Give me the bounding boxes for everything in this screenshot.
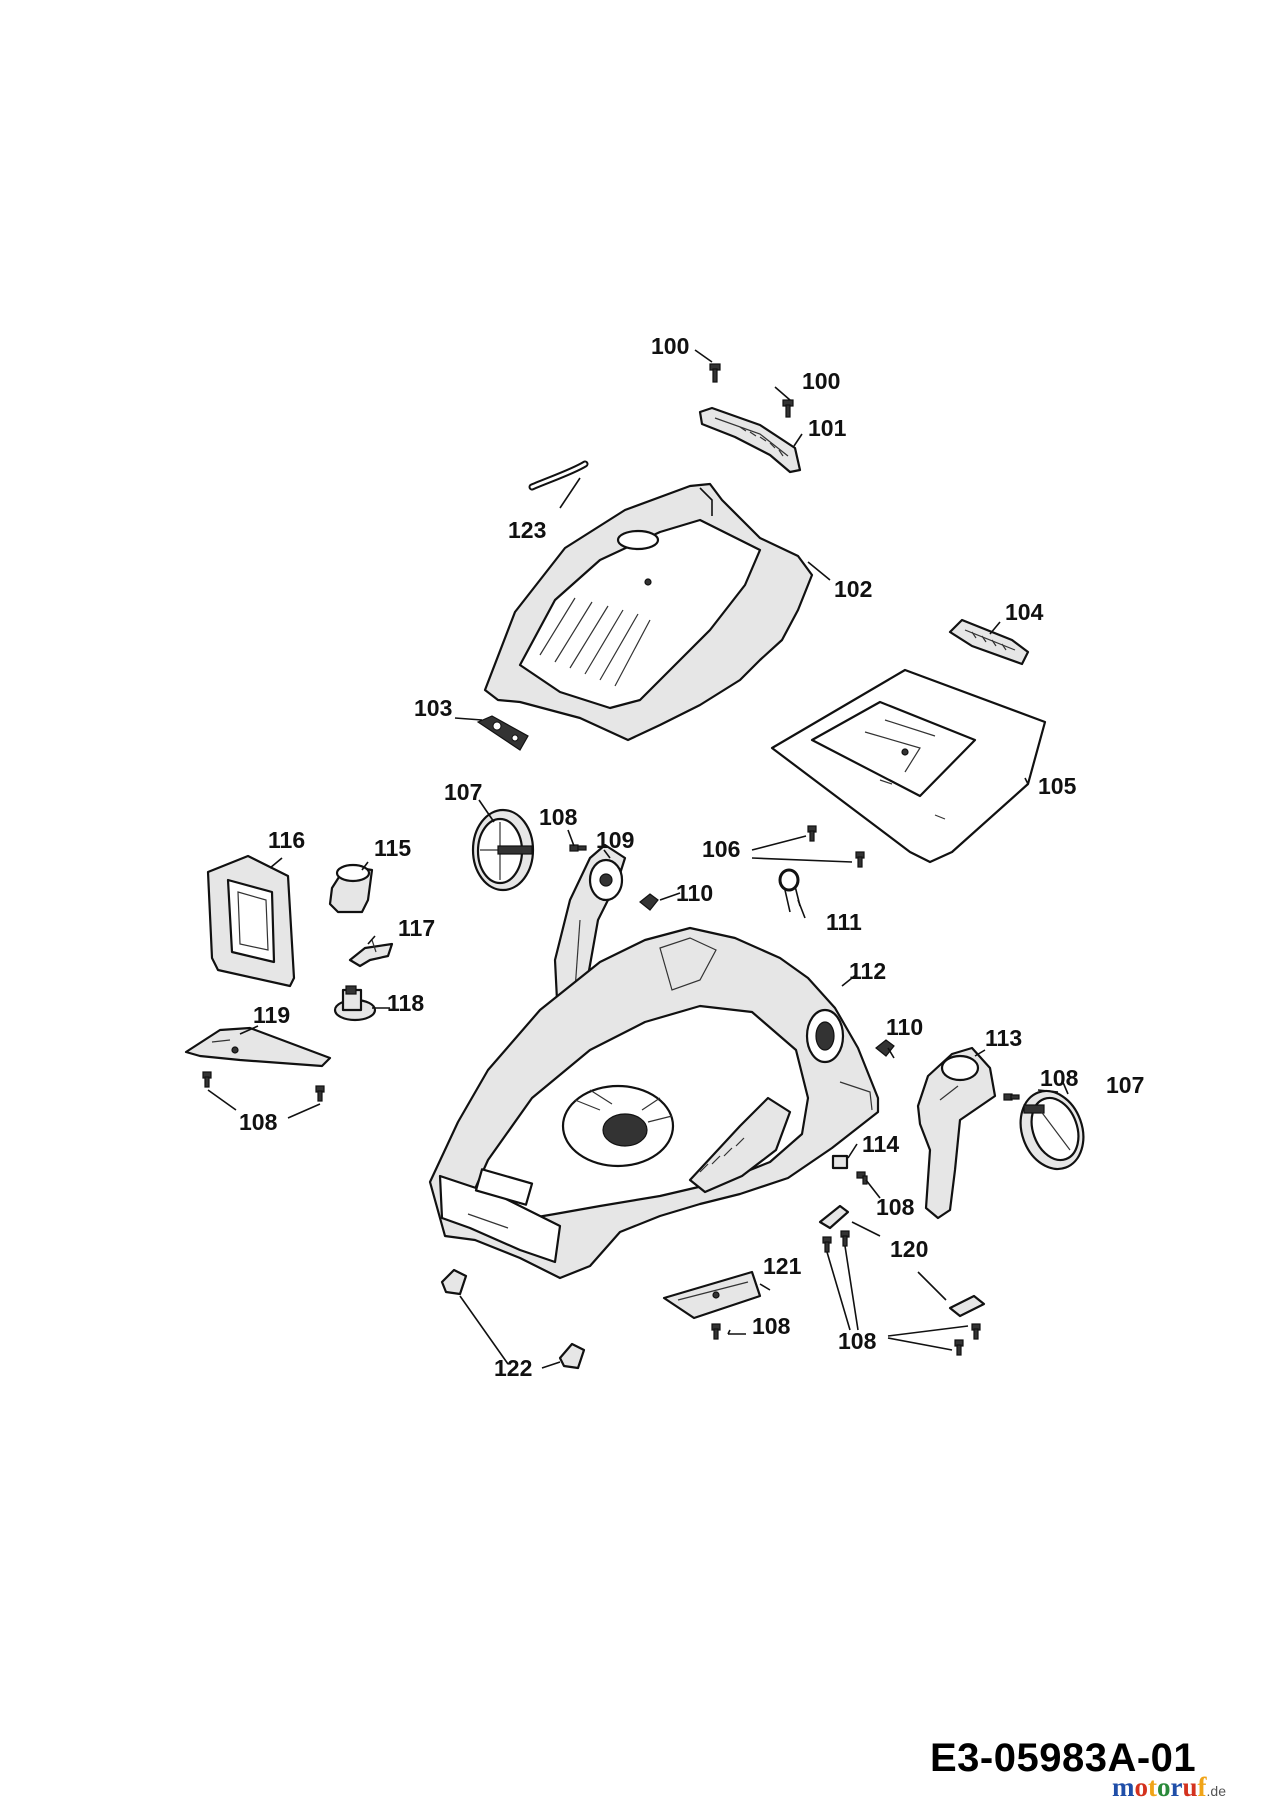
mower-deck-112 xyxy=(428,926,880,1280)
document-id: E3-05983A-01 xyxy=(930,1736,1197,1780)
callout-108-e: 108 xyxy=(876,1194,915,1220)
screw-108-e xyxy=(856,1171,868,1185)
clip-110-left xyxy=(639,893,659,911)
callout-108-b: 108 xyxy=(1040,1065,1079,1091)
switch-103 xyxy=(476,715,529,751)
callout-108-c: 108 xyxy=(239,1109,278,1135)
callout-107-a: 107 xyxy=(444,779,482,805)
callout-116: 116 xyxy=(268,827,305,853)
callout-114: 114 xyxy=(862,1131,899,1157)
callout-107-b: 107 xyxy=(1106,1072,1144,1098)
callout-108-g: 108 xyxy=(838,1328,877,1354)
screw-100-a xyxy=(709,363,721,383)
callout-115: 115 xyxy=(374,835,411,861)
callout-103: 103 xyxy=(414,695,452,721)
height-adjuster-113 xyxy=(916,1046,997,1220)
flap-121 xyxy=(662,1270,762,1320)
callout-118: 118 xyxy=(387,990,424,1016)
screw-100-b xyxy=(782,399,794,418)
watermark-domain: .de xyxy=(1206,1783,1226,1799)
callout-labels: 100 100 101 123 102 104 103 105 107 108 … xyxy=(239,333,1144,1381)
knob-118 xyxy=(333,985,377,1022)
screw-108-b xyxy=(1003,1093,1020,1101)
handle-grip-101 xyxy=(698,406,802,474)
callout-110-a: 110 xyxy=(676,880,713,906)
clip-122-b xyxy=(558,1342,586,1370)
wheel-107-right xyxy=(1019,1089,1085,1171)
clip-120-a xyxy=(818,1204,850,1230)
callout-123: 123 xyxy=(508,517,546,543)
screw-108-d xyxy=(315,1085,325,1102)
screw-108-j xyxy=(711,1323,721,1340)
screw-106-b xyxy=(855,851,865,868)
callout-102: 102 xyxy=(834,576,872,602)
callout-100-b: 100 xyxy=(802,368,840,394)
callout-100-a: 100 xyxy=(651,333,689,359)
skid-plate-119 xyxy=(184,1026,332,1068)
callout-117: 117 xyxy=(398,915,435,941)
callout-110-b: 110 xyxy=(886,1014,923,1040)
clip-110-right xyxy=(875,1039,895,1057)
clip-122-a xyxy=(440,1268,468,1296)
clip-120-b xyxy=(948,1294,986,1318)
callout-108-a: 108 xyxy=(539,804,578,830)
callout-112: 112 xyxy=(849,958,886,984)
wheel-107-left xyxy=(471,808,535,892)
rear-cover-105 xyxy=(770,668,1047,864)
top-hood-102 xyxy=(483,482,814,742)
callout-105: 105 xyxy=(1038,773,1077,799)
clip-117 xyxy=(348,939,394,968)
callout-120: 120 xyxy=(890,1236,928,1262)
callout-108-f: 108 xyxy=(752,1313,791,1339)
motor-cap-115 xyxy=(328,863,374,914)
screw-108-a xyxy=(569,844,587,852)
watermark-logo: motoruf.de xyxy=(1112,1772,1226,1800)
callout-106: 106 xyxy=(702,836,740,862)
spring-111 xyxy=(778,868,801,913)
screw-108-h xyxy=(971,1323,981,1340)
screw-106-a xyxy=(807,825,817,842)
screw-108-i xyxy=(954,1339,964,1356)
callout-101: 101 xyxy=(808,415,847,441)
callout-122: 122 xyxy=(494,1355,532,1381)
screw-108-g xyxy=(840,1230,850,1247)
callout-119: 119 xyxy=(253,1002,290,1028)
screw-108-f xyxy=(822,1236,832,1253)
callout-109: 109 xyxy=(596,827,634,853)
callout-113: 113 xyxy=(985,1025,1022,1051)
callout-104: 104 xyxy=(1005,599,1044,625)
rear-handle-104 xyxy=(948,618,1030,666)
side-panel-116 xyxy=(206,854,296,988)
callout-121: 121 xyxy=(763,1253,802,1279)
callout-111: 111 xyxy=(826,909,862,935)
bushing-114 xyxy=(831,1154,849,1170)
watermark-text: motoruf xyxy=(1112,1772,1207,1800)
screw-108-c xyxy=(202,1071,212,1088)
